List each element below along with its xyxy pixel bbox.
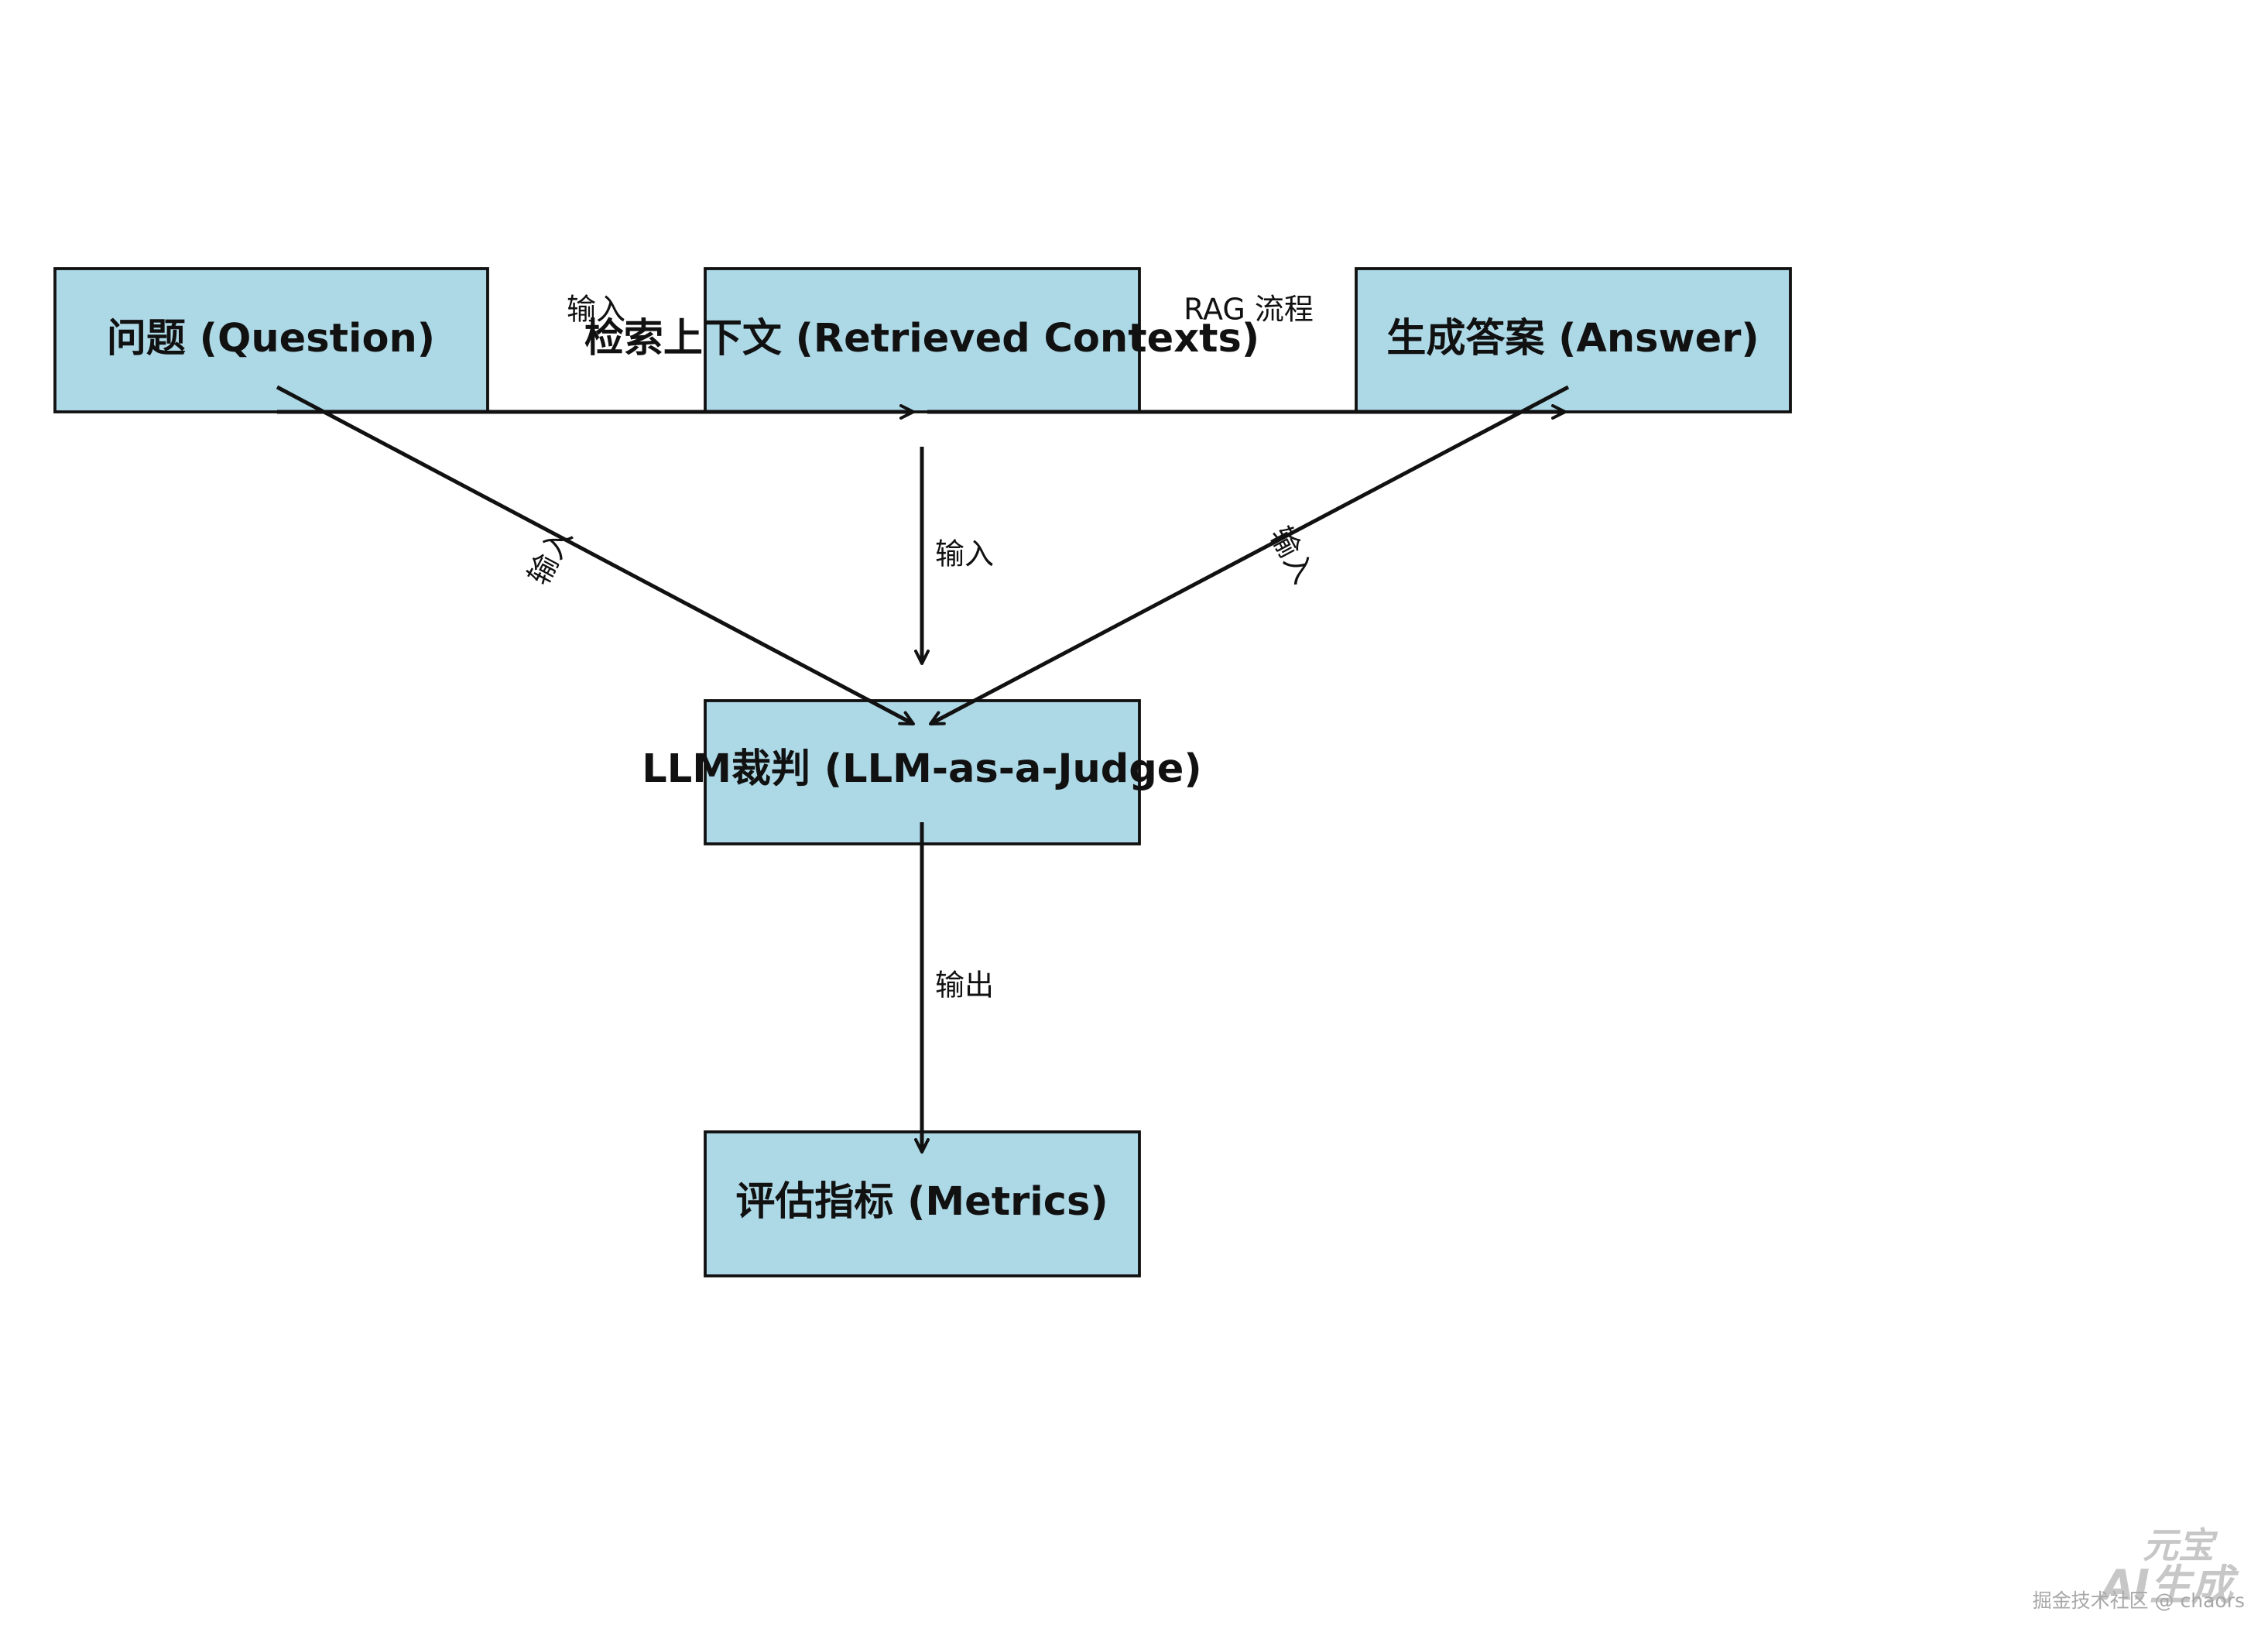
edge-label-contexts-to-answer: RAG 流程 — [1184, 293, 1314, 327]
edge-label-contexts-to-judge: 输入 — [935, 537, 994, 571]
edge-label-judge-to-metrics: 输出 — [935, 969, 994, 1003]
watermark: 元宝 AI生成 掘金技术社区 @ chaors — [2033, 1524, 2245, 1612]
edge-label-answer-to-judge: 输入 — [1263, 521, 1321, 589]
watermark-logo-line2: AI生成 — [2098, 1561, 2239, 1610]
node-answer-label: 生成答案 (Answer) — [1386, 316, 1759, 362]
node-metrics-label: 评估指标 (Metrics) — [735, 1179, 1108, 1225]
node-answer: 生成答案 (Answer) — [1355, 267, 1792, 413]
node-llm-judge — [704, 699, 1141, 845]
edge-answer-to-judge — [929, 385, 1570, 726]
node-question-label: 问题 (Question) — [107, 316, 435, 362]
watermark-logo-line1: 元宝 — [2143, 1524, 2218, 1566]
node-retrieved-contexts-label: 检索上下文 (Retrieved Contexts) — [584, 316, 1259, 362]
node-llm-judge-label: LLM裁判 (LLM-as-a-Judge) — [642, 746, 1201, 792]
edge-label-question-to-judge: 输入 — [522, 523, 580, 591]
node-retrieved-contexts — [704, 267, 1141, 413]
watermark-credit: 掘金技术社区 @ chaors — [2033, 1589, 2245, 1612]
edge-label-question-to-contexts: 输入 — [567, 293, 625, 327]
node-metrics: 评估指标 (Metrics) — [704, 1130, 1141, 1277]
node-question: 问题 (Question) — [53, 267, 489, 413]
edge-question-to-judge — [276, 385, 915, 726]
